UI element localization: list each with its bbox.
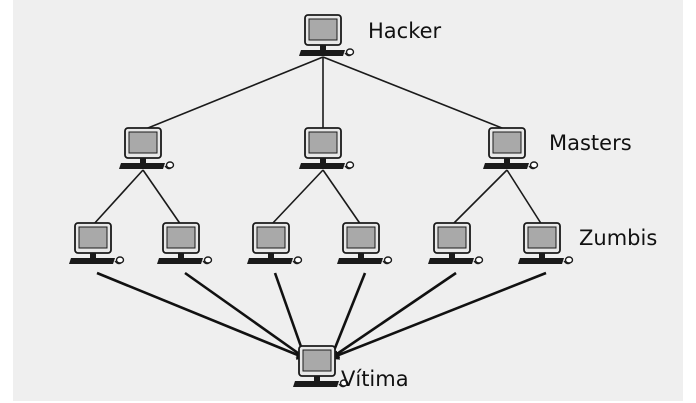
edge-zombie-6-to-victim xyxy=(329,271,547,360)
edge-master-2-to-zombie-3 xyxy=(270,169,324,226)
zombie-5-computer-icon xyxy=(428,222,484,265)
zombie-1-computer-icon xyxy=(69,222,125,265)
edge-zombie-2-to-victim xyxy=(184,271,307,360)
zombie-2-computer-icon xyxy=(157,222,213,265)
hacker-computer-icon xyxy=(299,14,355,57)
masters-label: Masters xyxy=(549,131,632,155)
edge-zombie-1-to-victim xyxy=(96,271,307,360)
zombie-3-computer-icon xyxy=(247,222,303,265)
edge-hacker-to-master-3 xyxy=(322,56,508,131)
master-2-computer-icon xyxy=(299,127,355,170)
edge-master-1-to-zombie-1 xyxy=(92,169,144,226)
nodes-layer xyxy=(69,14,574,388)
zombies-label: Zumbis xyxy=(579,226,657,250)
edge-zombie-5-to-victim xyxy=(329,271,457,360)
hacker-label: Hacker xyxy=(368,19,442,43)
edge-hacker-to-master-1 xyxy=(142,56,324,131)
edge-master-2-to-zombie-4 xyxy=(322,169,362,226)
zombie-4-computer-icon xyxy=(337,222,393,265)
edge-master-1-to-zombie-2 xyxy=(142,169,182,226)
edge-master-3-to-zombie-5 xyxy=(451,169,508,226)
victim-computer-icon xyxy=(293,345,349,388)
master-3-computer-icon xyxy=(483,127,539,170)
edge-zombie-4-to-victim xyxy=(329,272,367,360)
edge-master-3-to-zombie-6 xyxy=(506,169,543,226)
edges-layer xyxy=(92,56,547,360)
victim-label: Vítima xyxy=(341,367,409,391)
zombie-6-computer-icon xyxy=(518,222,574,265)
master-1-computer-icon xyxy=(119,127,175,170)
edge-zombie-3-to-victim xyxy=(273,272,308,360)
